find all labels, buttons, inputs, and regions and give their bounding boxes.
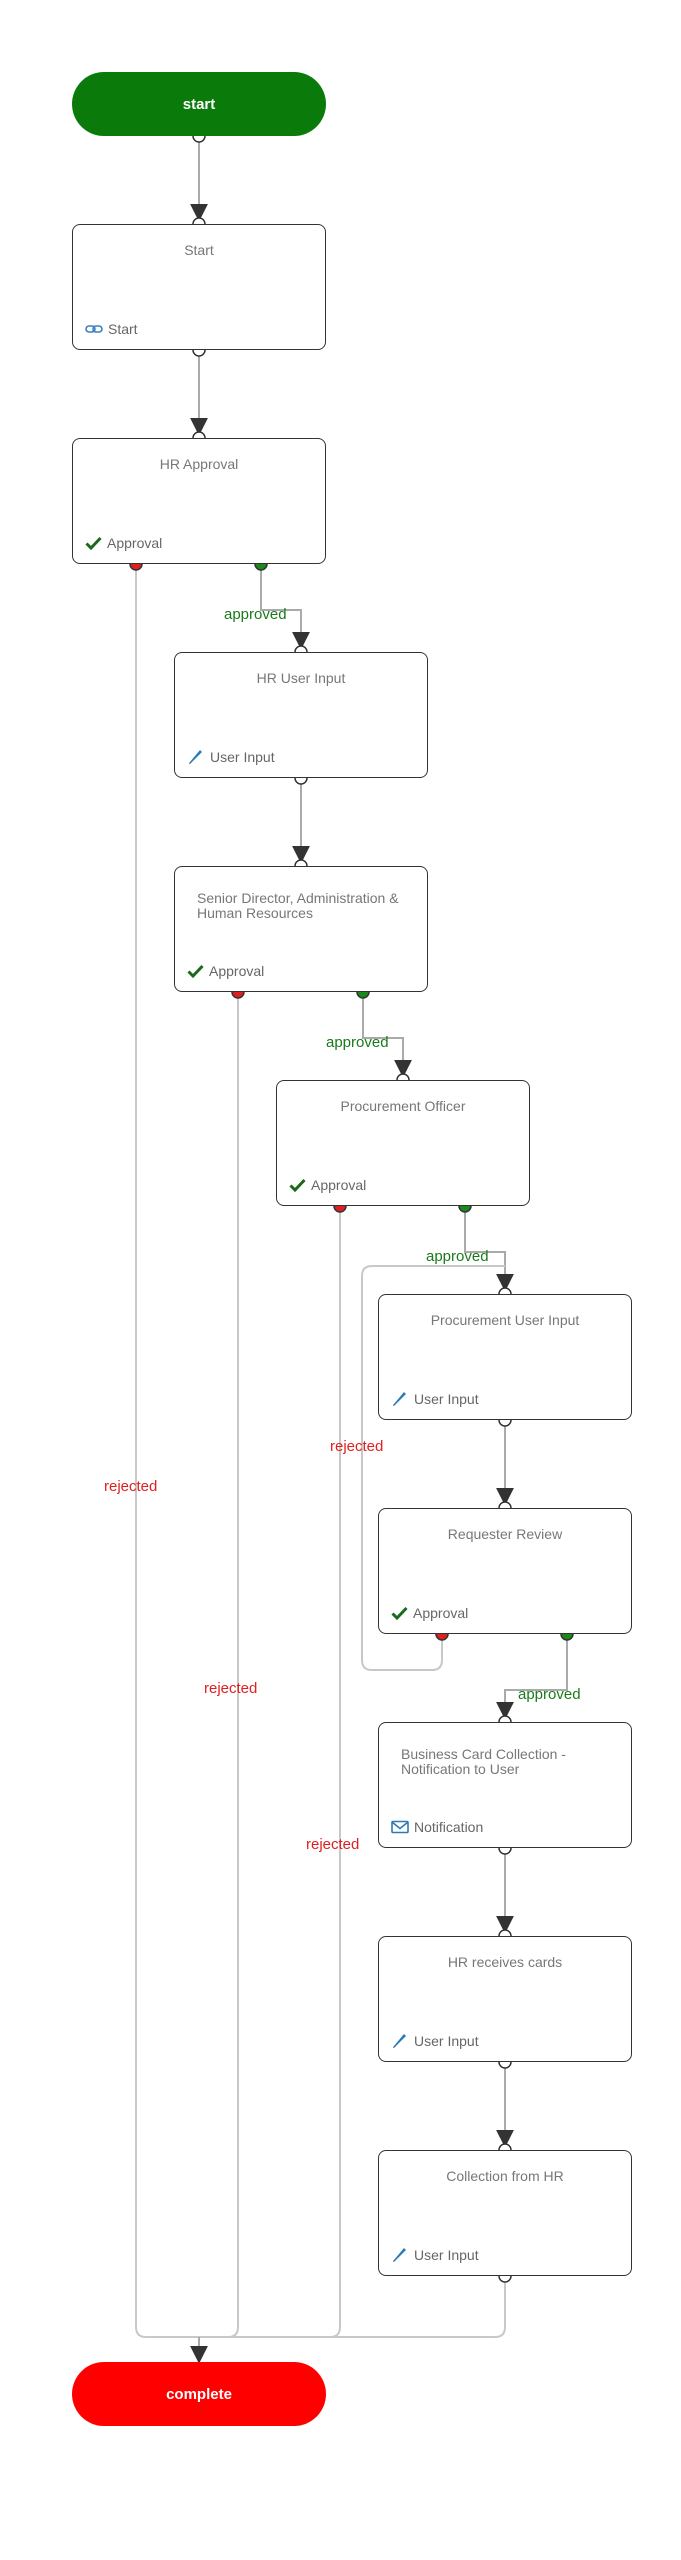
node-title: Procurement User Input xyxy=(430,1312,580,1328)
check-icon xyxy=(391,1606,408,1620)
node-kind-label: Approval xyxy=(107,535,163,551)
edge-senior-director-approved xyxy=(362,992,412,1078)
edge-hr-approval-rejected xyxy=(135,564,199,2338)
rejected-label: rejected xyxy=(306,1836,360,1853)
node-title: Procurement Officer xyxy=(340,1098,466,1114)
node-start[interactable]: Start Start xyxy=(72,224,326,350)
link-icon xyxy=(85,323,103,335)
envelope-icon xyxy=(391,1820,409,1834)
start-terminal-label: start xyxy=(182,95,216,113)
node-kind: User Input xyxy=(187,749,275,765)
node-title: Start xyxy=(184,242,214,258)
node-collection-from-hr[interactable]: Collection from HR User Input xyxy=(378,2150,632,2276)
rejected-label: rejected xyxy=(204,1680,258,1697)
node-kind: Approval xyxy=(187,963,264,979)
node-kind-label: Approval xyxy=(209,963,265,979)
node-kind: Approval xyxy=(289,1177,366,1193)
node-kind-label: User Input xyxy=(210,749,275,765)
node-title: Business Card Collection - Notification … xyxy=(401,1746,566,1777)
node-kind-label: User Input xyxy=(414,2033,479,2049)
node-hr-approval[interactable]: HR Approval Approval xyxy=(72,438,326,564)
node-kind: Approval xyxy=(85,535,162,551)
node-hr-receives-cards[interactable]: HR receives cards User Input xyxy=(378,1936,632,2062)
node-kind-label: Approval xyxy=(311,1177,367,1193)
start-terminal[interactable]: start xyxy=(72,72,326,136)
edge-hr-approval-approved xyxy=(260,564,310,650)
approved-label: approved xyxy=(326,1034,389,1051)
node-title: HR Approval xyxy=(159,456,239,472)
edge-senior-director-rejected xyxy=(199,992,239,2338)
node-kind: Start xyxy=(85,321,138,337)
check-icon xyxy=(289,1178,306,1192)
check-icon xyxy=(85,536,102,550)
check-icon xyxy=(187,964,204,978)
approved-label: approved xyxy=(224,606,287,623)
edge-procurement-officer-rejected xyxy=(199,1206,341,2338)
node-kind: Notification xyxy=(391,1819,483,1835)
node-kind-label: Start xyxy=(108,321,138,337)
rejected-label: rejected xyxy=(104,1478,158,1495)
node-title: HR User Input xyxy=(256,670,346,686)
approved-label: approved xyxy=(426,1248,489,1265)
node-kind: Approval xyxy=(391,1605,468,1621)
edge-requester-review-approved xyxy=(496,1634,568,1720)
node-title: HR receives cards xyxy=(447,1954,563,1970)
node-title: Senior Director, Administration & Human … xyxy=(197,890,399,921)
node-title: Collection from HR xyxy=(446,2168,564,2184)
node-hr-user-input[interactable]: HR User Input User Input xyxy=(174,652,428,778)
node-kind-label: User Input xyxy=(414,1391,479,1407)
node-senior-director[interactable]: Senior Director, Administration & Human … xyxy=(174,866,428,992)
complete-terminal[interactable]: complete xyxy=(72,2362,326,2426)
pencil-icon xyxy=(391,1391,409,1407)
edge-requester-review-rejected xyxy=(361,1265,505,1671)
pencil-icon xyxy=(391,2247,409,2263)
node-business-card-notification[interactable]: Business Card Collection - Notification … xyxy=(378,1722,632,1848)
node-kind-label: User Input xyxy=(414,2247,479,2263)
rejected-label: rejected xyxy=(330,1438,384,1455)
node-requester-review[interactable]: Requester Review Approval xyxy=(378,1508,632,1634)
node-kind: User Input xyxy=(391,2247,479,2263)
node-procurement-officer[interactable]: Procurement Officer Approval xyxy=(276,1080,530,1206)
complete-terminal-label: complete xyxy=(166,2385,232,2403)
edge-procurement-officer-approved xyxy=(464,1206,514,1292)
node-kind: User Input xyxy=(391,1391,479,1407)
edge-collection-to-complete xyxy=(199,2276,506,2338)
pencil-icon xyxy=(187,749,205,765)
node-kind-label: Approval xyxy=(413,1605,469,1621)
node-kind-label: Notification xyxy=(414,1819,484,1835)
node-procurement-user-input[interactable]: Procurement User Input User Input xyxy=(378,1294,632,1420)
pencil-icon xyxy=(391,2033,409,2049)
node-title: Requester Review xyxy=(447,1526,563,1542)
approved-label: approved xyxy=(518,1686,581,1703)
node-kind: User Input xyxy=(391,2033,479,2049)
